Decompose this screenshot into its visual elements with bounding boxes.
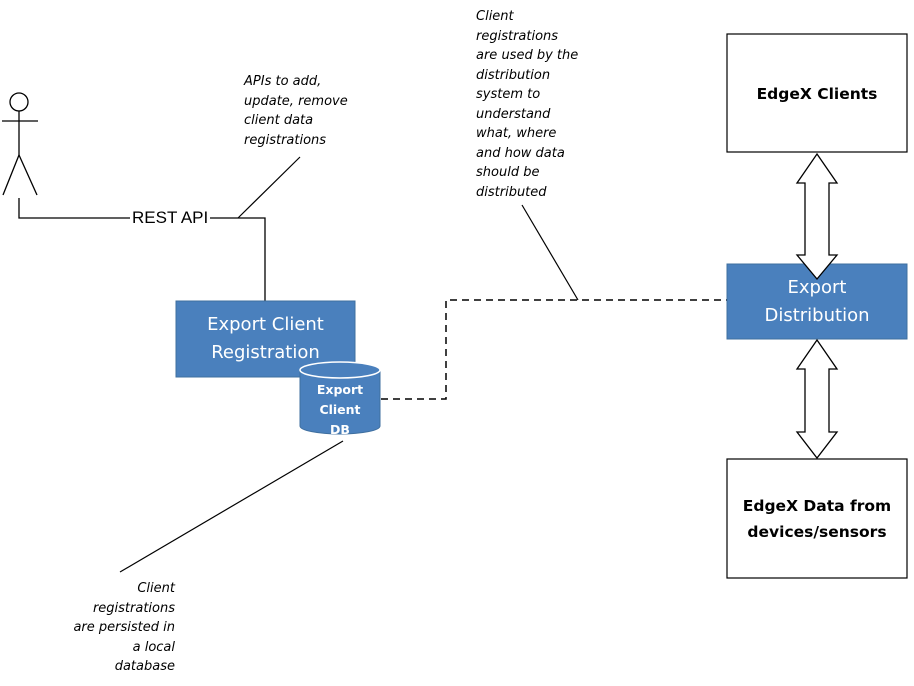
db-note: Client registrations are persisted in a … xyxy=(73,581,175,674)
api-note: APIs to add, update, remove client data … xyxy=(244,74,348,148)
hollow-up-arrow-icon xyxy=(795,152,839,281)
api-note-callout-line xyxy=(237,156,301,219)
edgex-data-label: EdgeX Data from devices/sensors xyxy=(742,496,892,541)
rest-api-label: REST API xyxy=(130,208,211,228)
distribution-note: Client registrations are used by the dis… xyxy=(476,9,579,200)
db-distribution-dashed-connector xyxy=(381,299,727,400)
export-distribution-label: Export Distribution xyxy=(764,276,870,326)
database-cylinder-icon xyxy=(299,361,381,435)
export-client-registration-label: Export Client Registration xyxy=(207,314,324,363)
user-actor-icon xyxy=(2,92,38,196)
edgex-clients-box xyxy=(726,33,908,153)
edgex-clients-label: EdgeX Clients xyxy=(756,85,878,103)
db-note-callout-line xyxy=(119,440,344,573)
export-client-db-label: Export Client DB xyxy=(316,382,364,437)
hollow-up-arrow-icon xyxy=(795,338,839,460)
distribution-note-callout-line xyxy=(521,204,579,301)
edgex-data-box xyxy=(726,458,908,579)
